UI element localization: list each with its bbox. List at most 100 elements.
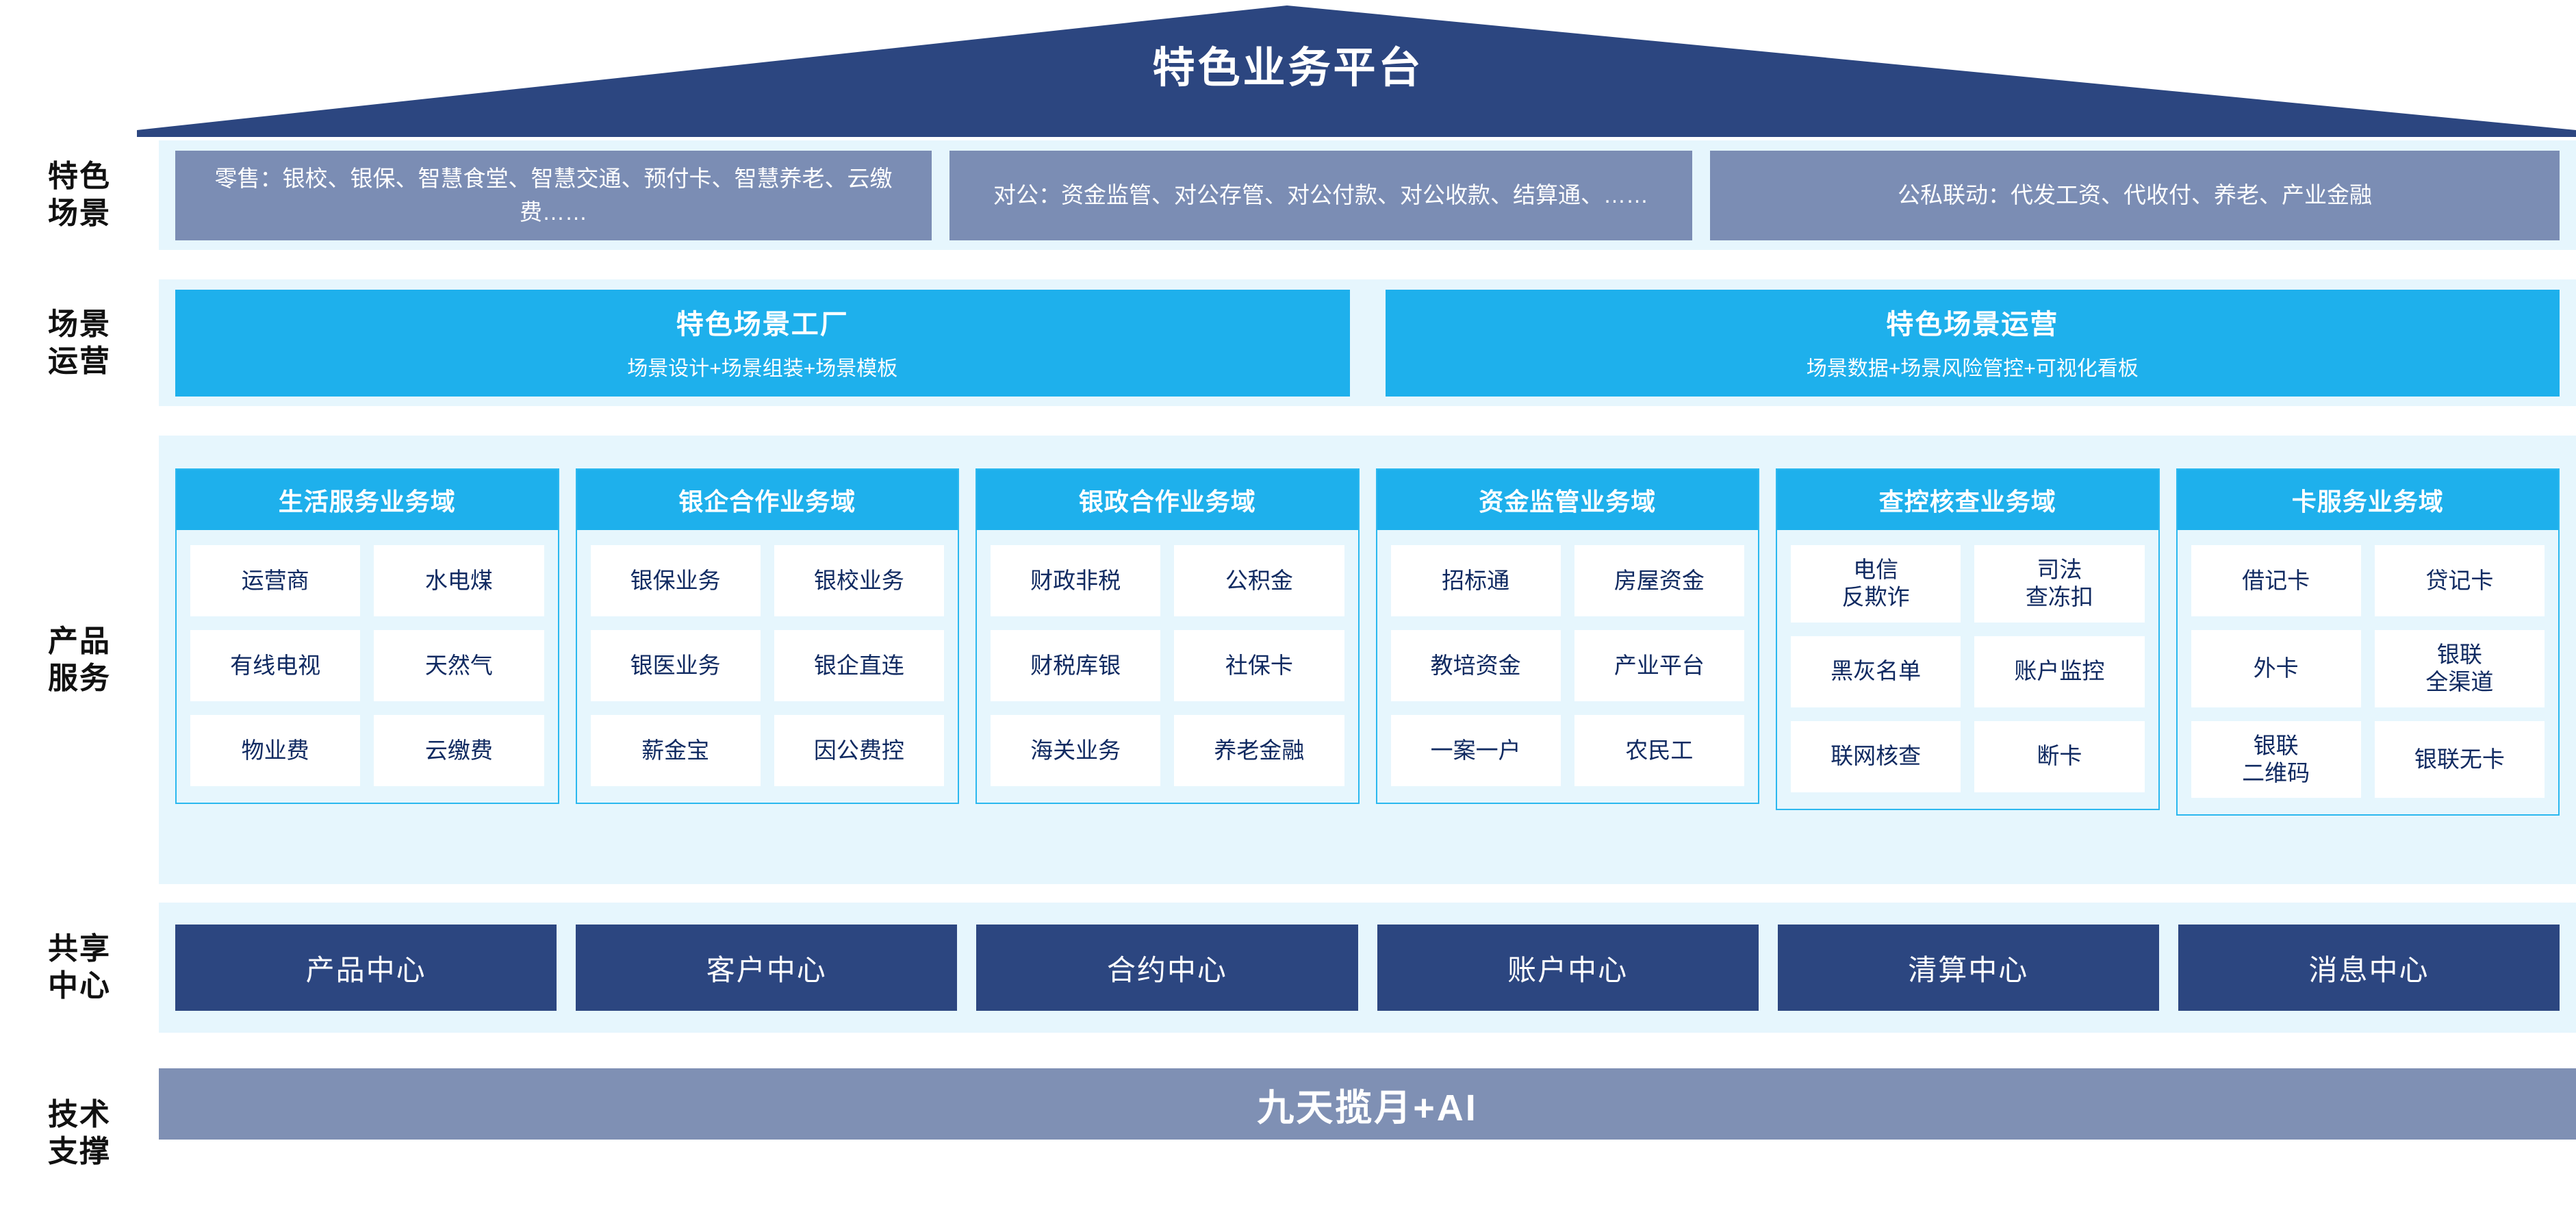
product-chip[interactable]: 电信 反欺诈 [1791,545,1961,623]
product-chip[interactable]: 有线电视 [190,630,361,701]
chip-row: 物业费云缴费 [190,715,544,786]
product-chip[interactable]: 银联无卡 [2374,720,2545,798]
business-domain-chip-grid: 银保业务银校业务银医业务银企直连薪金宝因公费控 [577,530,958,803]
product-chip[interactable]: 财政非税 [991,545,1161,616]
business-domain-title: 资金监管业务域 [1377,470,1758,530]
chip-row: 银医业务银企直连 [590,630,944,701]
business-domain-card[interactable]: 资金监管业务域招标通房屋资金教培资金产业平台一案一户农民工 [1375,468,1759,804]
scene-panel: 零售：银校、银保、智慧食堂、智慧交通、预付卡、智慧养老、云缴费…… 对公：资金监… [159,140,2576,250]
business-domain-chip-grid: 运营商水电煤有线电视天然气物业费云缴费 [177,530,558,803]
scene-box-retail-text: 零售：银校、银保、智慧食堂、智慧交通、预付卡、智慧养老、云缴费…… [214,165,893,225]
product-chip[interactable]: 银联 全渠道 [2374,630,2545,707]
chip-row: 银联 二维码银联无卡 [2191,720,2545,798]
product-chip[interactable]: 水电煤 [374,545,544,616]
product-chip[interactable]: 银医业务 [590,630,761,701]
shared-center-box[interactable]: 消息中心 [2178,925,2560,1011]
shared-center-box[interactable]: 账户中心 [1377,925,1759,1011]
product-chip[interactable]: 财税库银 [991,630,1161,701]
product-chip[interactable]: 账户监控 [1974,636,2145,707]
shared-center-box[interactable]: 合约中心 [976,925,1358,1011]
business-domain-chip-grid: 财政非税公积金财税库银社保卡海关业务养老金融 [977,530,1358,803]
chip-row: 运营商水电煤 [190,545,544,616]
product-chip[interactable]: 海关业务 [991,715,1161,786]
product-chip[interactable]: 天然气 [374,630,544,701]
row-label-tech-text: 技术 支撑 [48,1098,111,1168]
row-label-scene: 特色 场景 [0,140,159,250]
business-domain-card[interactable]: 卡服务业务域借记卡贷记卡外卡银联 全渠道银联 二维码银联无卡 [2176,468,2560,816]
product-chip[interactable]: 薪金宝 [590,715,761,786]
row-label-product-text: 产品 服务 [48,624,111,695]
product-chip[interactable]: 银联 二维码 [2191,720,2361,798]
scene-box-corporate[interactable]: 对公：资金监管、对公存管、对公付款、对公收款、结算通、…… [949,150,1692,240]
product-chip[interactable]: 断卡 [1974,720,2145,792]
row-label-operation-text: 场景 运营 [48,307,111,378]
business-domain-title: 查控核查业务域 [1777,470,2158,530]
product-chip[interactable]: 银校业务 [774,545,944,616]
row-operation: 场景 运营 特色场景工厂 场景设计+场景组装+场景模板 特色场景运营 场景数据+… [0,279,2576,406]
product-chip[interactable]: 外卡 [2191,630,2361,707]
row-label-product: 产品 服务 [0,436,159,884]
chip-row: 财政非税公积金 [991,545,1344,616]
product-chip[interactable]: 房屋资金 [1574,545,1744,616]
ops-box-scene-operation[interactable]: 特色场景运营 场景数据+场景风险管控+可视化看板 [1385,289,2560,397]
chip-row: 教培资金产业平台 [1390,630,1744,701]
product-chip[interactable]: 黑灰名单 [1791,636,1961,707]
ops-box-scene-operation-sub: 场景数据+场景风险管控+可视化看板 [1806,357,2139,380]
chip-row: 招标通房屋资金 [1390,545,1744,616]
product-chip[interactable]: 银保业务 [590,545,761,616]
row-label-scene-text: 特色 场景 [48,160,111,230]
product-panel: 生活服务业务域运营商水电煤有线电视天然气物业费云缴费银企合作业务域银保业务银校业… [159,436,2576,884]
product-chip[interactable]: 养老金融 [1174,715,1344,786]
ops-box-scene-operation-title: 特色场景运营 [1886,309,2059,340]
chip-row: 电信 反欺诈司法 查冻扣 [1791,545,2145,623]
ops-box-scene-factory[interactable]: 特色场景工厂 场景设计+场景组装+场景模板 [175,289,1350,397]
shared-center-box[interactable]: 客户中心 [576,925,958,1011]
product-chip[interactable]: 借记卡 [2191,545,2361,616]
row-label-shared-text: 共享 中心 [48,932,111,1003]
tech-support-bar[interactable]: 九天揽月+AI [159,1068,2576,1140]
tech-support-bar-text: 九天揽月+AI [1257,1087,1478,1129]
row-label-operation: 场景 运营 [0,279,159,406]
business-domain-title: 卡服务业务域 [2177,470,2558,530]
business-domain-card[interactable]: 生活服务业务域运营商水电煤有线电视天然气物业费云缴费 [175,468,559,804]
business-domain-card[interactable]: 查控核查业务域电信 反欺诈司法 查冻扣黑灰名单账户监控联网核查断卡 [1776,468,2160,810]
scene-box-public-private[interactable]: 公私联动：代发工资、代收付、养老、产业金融 [1710,150,2560,240]
scene-box-retail[interactable]: 零售：银校、银保、智慧食堂、智慧交通、预付卡、智慧养老、云缴费…… [175,150,932,240]
shared-center-box[interactable]: 产品中心 [175,925,557,1011]
scene-box-public-private-text: 公私联动：代发工资、代收付、养老、产业金融 [1898,182,2372,208]
product-chip[interactable]: 运营商 [190,545,361,616]
ops-box-scene-factory-title: 特色场景工厂 [676,309,849,340]
product-chip[interactable]: 社保卡 [1174,630,1344,701]
chip-row: 薪金宝因公费控 [590,715,944,786]
product-chip[interactable]: 教培资金 [1390,630,1561,701]
row-product: 产品 服务 生活服务业务域运营商水电煤有线电视天然气物业费云缴费银企合作业务域银… [0,436,2576,884]
row-tech: 技术 支撑 九天揽月+AI [0,1068,2576,1198]
product-chip[interactable]: 招标通 [1390,545,1561,616]
product-chip[interactable]: 产业平台 [1574,630,1744,701]
row-label-shared: 共享 中心 [0,903,159,1033]
product-chip[interactable]: 司法 查冻扣 [1974,545,2145,623]
chip-row: 海关业务养老金融 [991,715,1344,786]
business-domain-card[interactable]: 银企合作业务域银保业务银校业务银医业务银企直连薪金宝因公费控 [575,468,959,804]
product-chip[interactable]: 银企直连 [774,630,944,701]
product-chip[interactable]: 贷记卡 [2374,545,2545,616]
operation-panel: 特色场景工厂 场景设计+场景组装+场景模板 特色场景运营 场景数据+场景风险管控… [159,279,2576,406]
chip-row: 联网核查断卡 [1791,720,2145,792]
chip-row: 银保业务银校业务 [590,545,944,616]
business-domain-title: 银企合作业务域 [576,470,958,530]
business-domain-card[interactable]: 银政合作业务域财政非税公积金财税库银社保卡海关业务养老金融 [975,468,1360,804]
product-chip[interactable]: 物业费 [190,715,361,786]
product-chip[interactable]: 公积金 [1174,545,1344,616]
product-chip[interactable]: 联网核查 [1791,720,1961,792]
shared-center-box[interactable]: 清算中心 [1777,925,2159,1011]
roof-banner: 特色业务平台 [0,0,2576,137]
product-chip[interactable]: 一案一户 [1390,715,1561,786]
ops-box-scene-factory-sub: 场景设计+场景组装+场景模板 [627,357,898,380]
product-chip[interactable]: 云缴费 [374,715,544,786]
chip-row: 外卡银联 全渠道 [2191,630,2545,707]
product-chip[interactable]: 因公费控 [774,715,944,786]
product-chip[interactable]: 农民工 [1574,715,1744,786]
roof-shape [137,5,2576,137]
chip-row: 有线电视天然气 [190,630,544,701]
